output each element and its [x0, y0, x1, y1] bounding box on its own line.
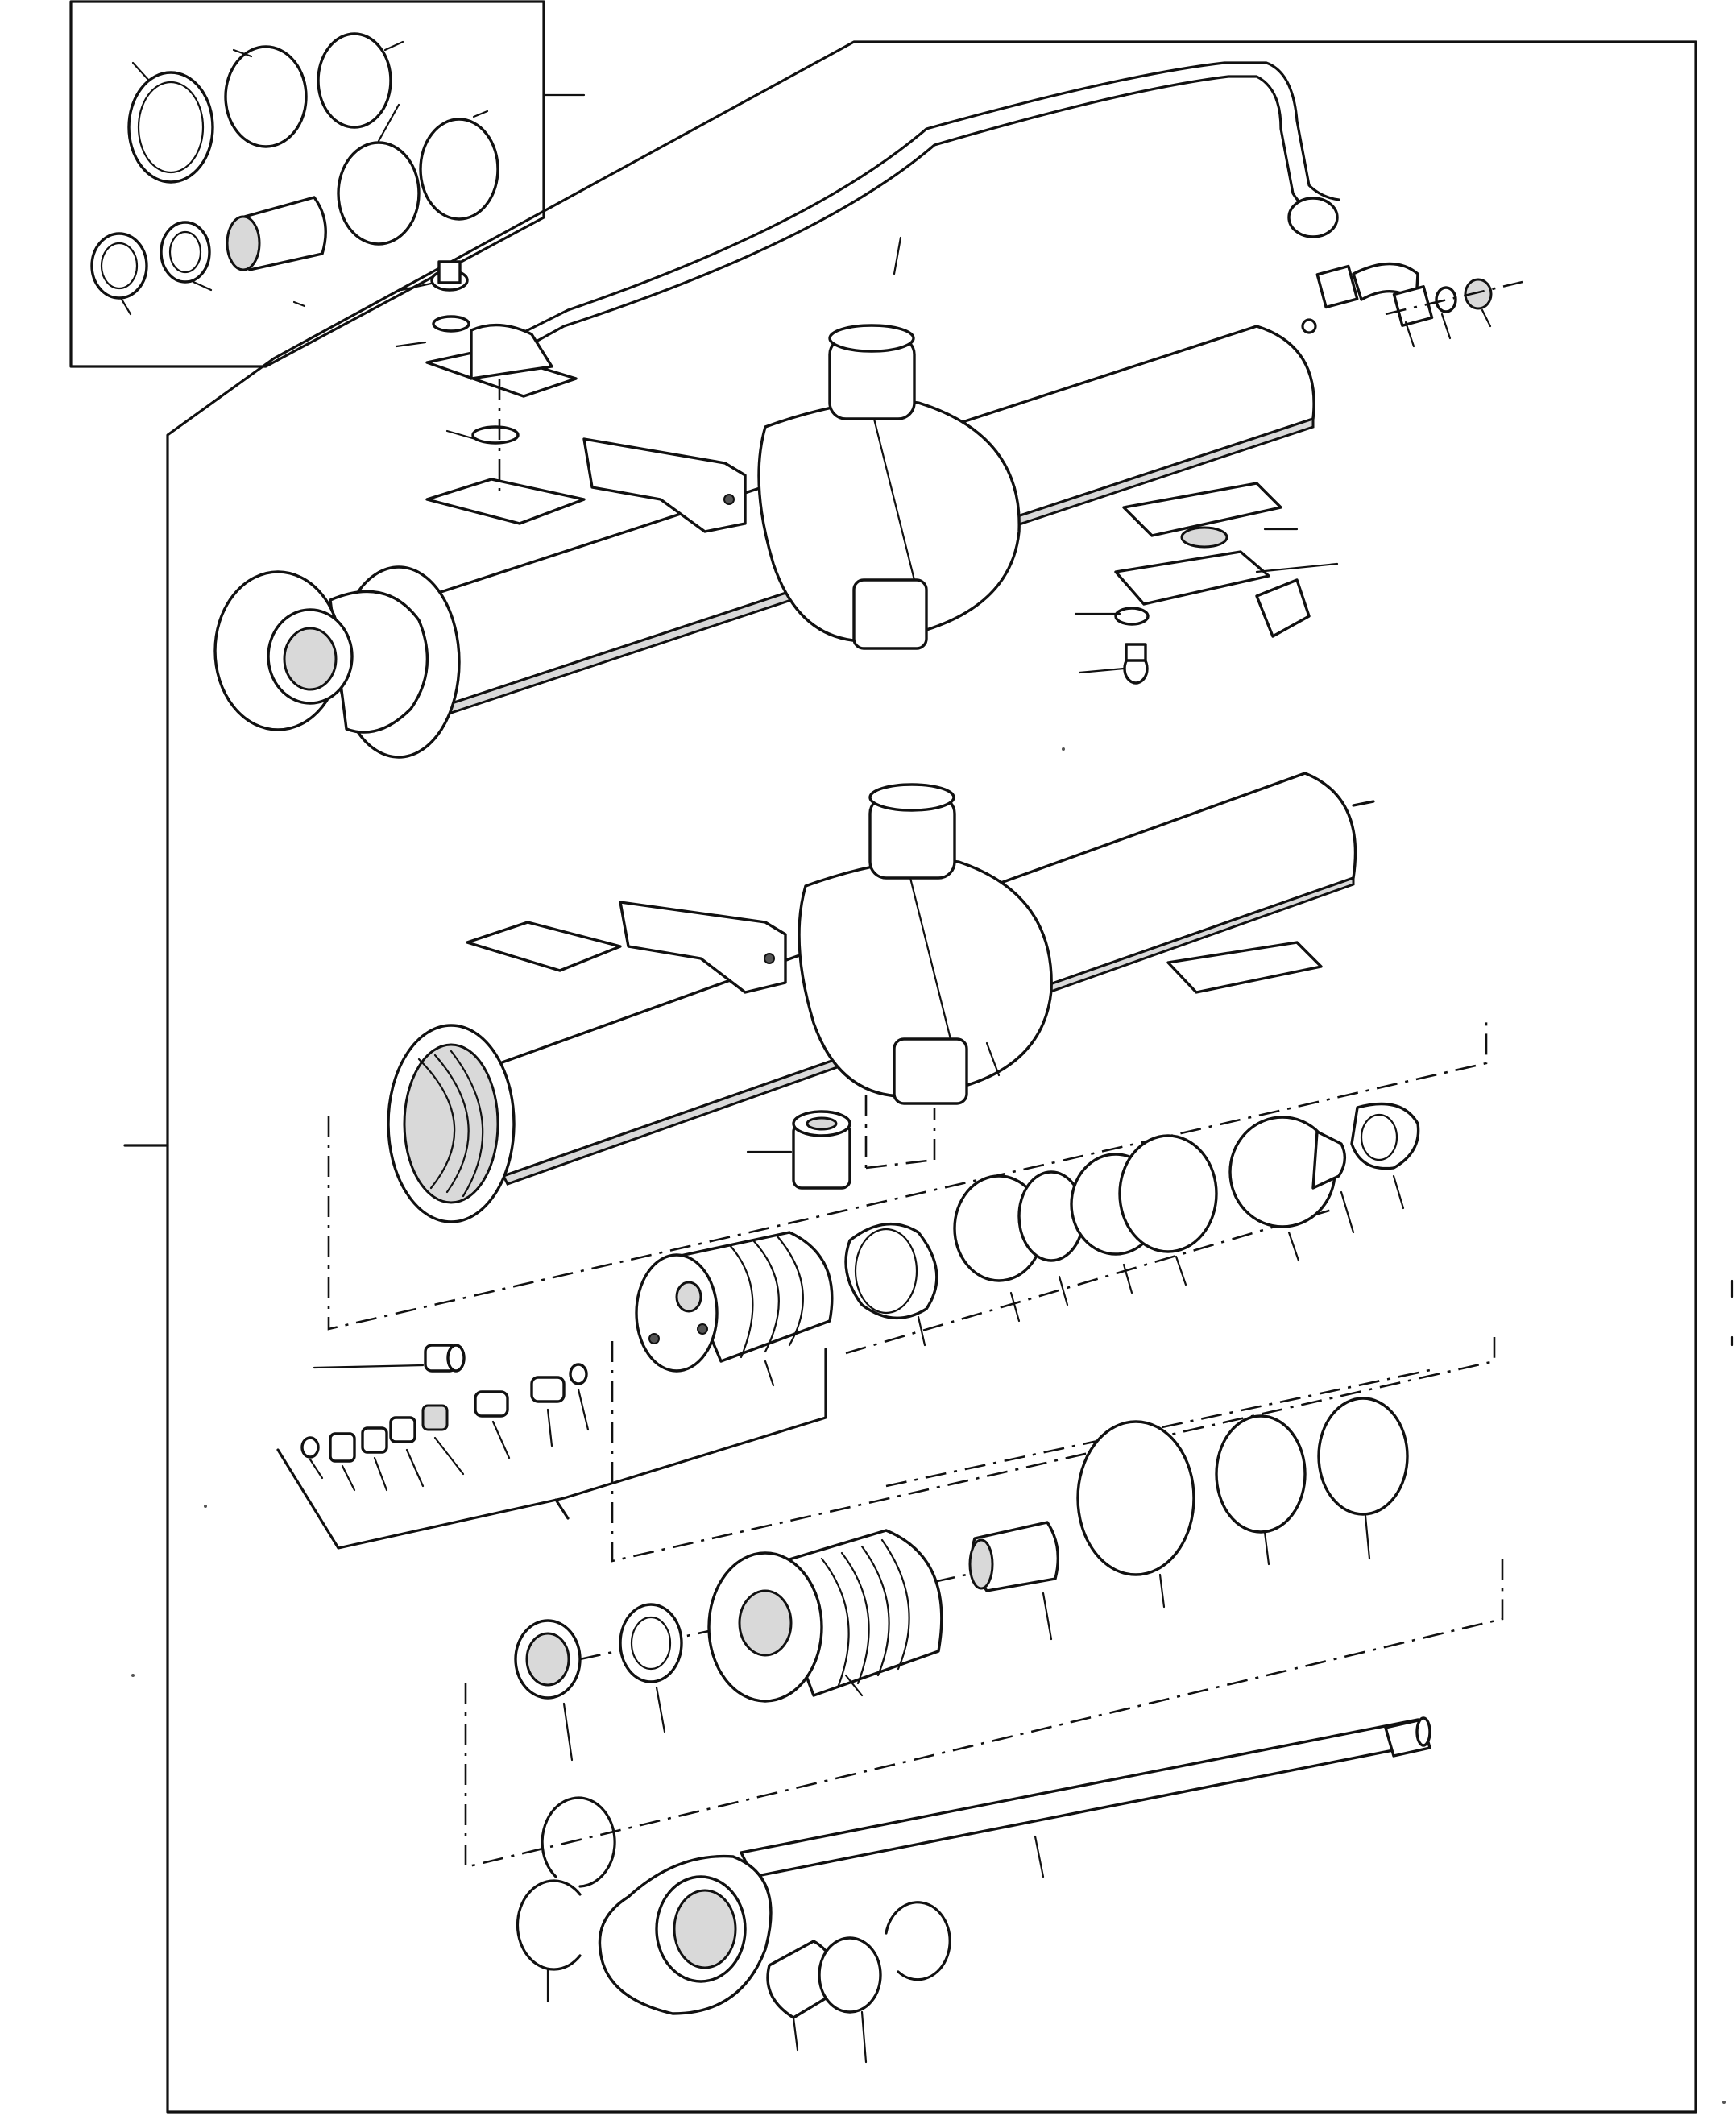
cylinder-assembly: [213, 260, 1339, 759]
hydraulic-pipe: [514, 61, 1340, 354]
spacer-bushing: [746, 1110, 851, 1190]
head-seals: [1076, 1397, 1409, 1609]
cylinder-barrel: [387, 772, 1375, 1223]
pipe-clamp: [1315, 262, 1523, 348]
piston-seals: [844, 1102, 1420, 1347]
scan-marks: [131, 747, 1734, 2104]
rod-eye: [598, 1854, 837, 2052]
valve-components: [276, 1344, 827, 1550]
diagram-frame: [166, 40, 1697, 2114]
piston: [635, 1231, 834, 1387]
inset-seal-kit: [69, 0, 586, 368]
cylinder-head: [514, 1521, 1060, 1762]
piston-rod: [740, 1716, 1431, 1878]
circlips: [516, 1796, 951, 2064]
